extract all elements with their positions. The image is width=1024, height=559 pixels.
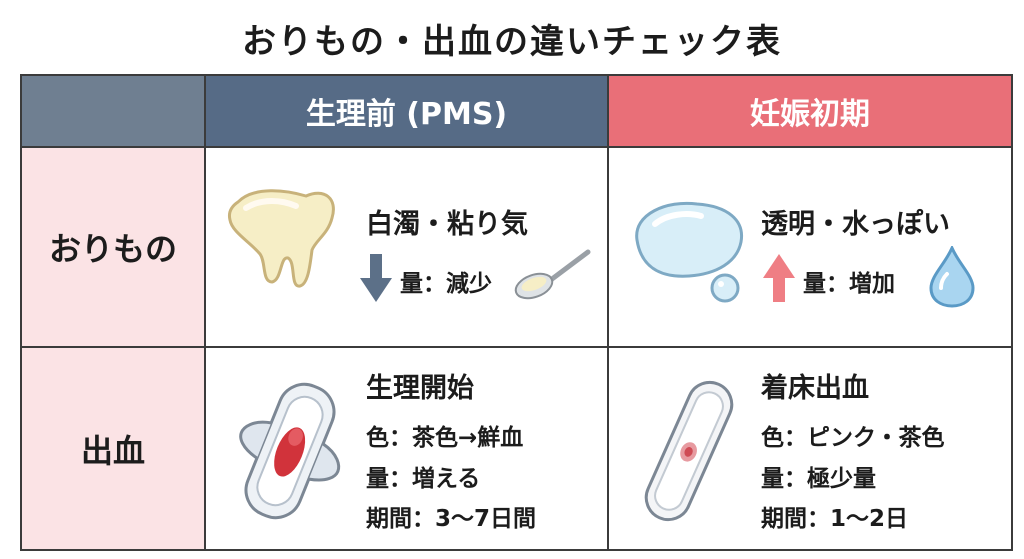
bleeding-pms-color: 色：茶色→鮮血 (366, 425, 524, 451)
cell-bleeding-pms: 生理開始 色：茶色→鮮血 量：増える 期間：3〜7日間 (206, 348, 607, 549)
row-header-bleeding: 出血 (22, 348, 204, 549)
arrow-down-icon (360, 254, 392, 302)
arrow-up-icon (763, 254, 795, 302)
clear-discharge-icon (635, 201, 744, 303)
column-header-pms: 生理前 (PMS) (206, 76, 607, 146)
bleeding-pregnancy-duration: 期間：1〜2日 (761, 506, 909, 532)
white-discharge-icon (228, 189, 335, 288)
bleeding-pregnancy-title: 着床出血 (761, 373, 869, 404)
bleeding-pms-amount: 量：増える (366, 466, 481, 492)
comparison-table: 生理前 (PMS) 妊娠初期 おりもの 白濁・粘り気 量：減少 透明・水っぽい (20, 74, 1013, 551)
discharge-pms-title: 白濁・粘り気 (366, 209, 528, 240)
cell-discharge-pregnancy: 透明・水っぽい 量：増加 (609, 148, 1011, 346)
bleeding-pregnancy-color: 色：ピンク・茶色 (761, 425, 945, 451)
discharge-pms-amount: 量：減少 (400, 271, 492, 297)
bleeding-pms-duration: 期間：3〜7日間 (366, 506, 537, 532)
menstrual-pad-icon (239, 382, 341, 520)
spoon-icon (514, 249, 591, 300)
page-title: おりもの・出血の違いチェック表 (242, 22, 782, 62)
bleeding-pregnancy-amount: 量：極少量 (761, 466, 876, 492)
cell-discharge-pms: 白濁・粘り気 量：減少 (206, 148, 607, 346)
discharge-pregnancy-amount: 量：増加 (803, 271, 895, 297)
corner-cell (22, 76, 204, 146)
panty-liner-icon (644, 380, 734, 522)
cell-bleeding-pregnancy: 着床出血 色：ピンク・茶色 量：極少量 期間：1〜2日 (609, 348, 1011, 549)
column-header-pregnancy: 妊娠初期 (609, 76, 1011, 146)
bleeding-pms-title: 生理開始 (366, 373, 474, 404)
discharge-pregnancy-title: 透明・水っぽい (761, 209, 950, 240)
row-header-discharge: おりもの (22, 148, 204, 346)
water-drop-icon (929, 246, 975, 308)
